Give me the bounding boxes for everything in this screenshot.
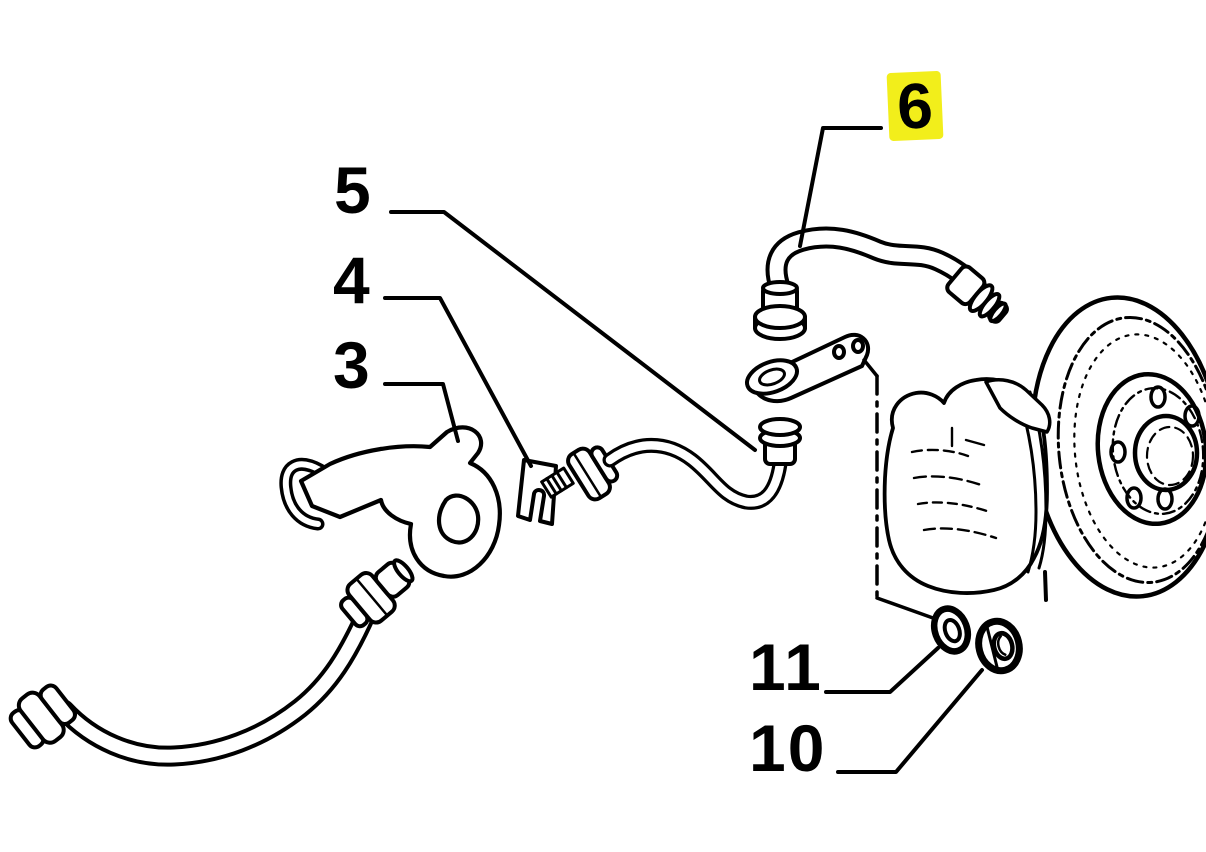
washer-drawing [930,605,972,655]
nut-drawing [975,617,1023,675]
rigid-pipe-drawing [540,417,802,510]
retaining-clip-drawing [516,458,558,526]
callout-label-10: 10 [749,711,827,785]
lower-hose-core [57,607,373,763]
pipe-tube-outline [602,437,788,510]
lower-brake-hose-drawing [8,558,415,767]
callout-highlight-6: 6 [886,69,944,143]
hose-6-mounting-bracket [745,332,871,404]
pipe-tube-core [605,441,785,507]
centerline-top [862,358,879,378]
caliper-sketch-lines [910,426,998,540]
disc-bolt-holes [1109,385,1201,511]
callout-label-11: 11 [749,630,823,704]
disc-bottom-tick [1043,570,1048,602]
pipe-threaded-end [540,466,575,499]
centerline-to-washer [875,596,935,620]
brake-caliper-drawing [882,377,1052,595]
callout-label-6: 6 [895,69,935,143]
leader-line-6 [798,126,883,248]
leader-line-10 [836,668,984,774]
bracket-hook-core [282,461,323,527]
callout-label-3: 3 [333,328,372,402]
disc-center-bore-inner-line [1145,425,1195,487]
disc-rim-line [1056,315,1206,585]
callout-label-5: 5 [334,153,373,227]
leader-line-4 [383,296,533,468]
hose-6-right-fitting [945,264,1009,324]
hose-6-core [769,230,987,300]
hose-6-left-fitting [753,280,807,341]
leader-line-11 [824,646,940,694]
disc-braking-surface-line [1073,333,1206,569]
caliper-bridge-finger [984,378,1052,434]
flexible-hose-6-drawing [745,226,1009,404]
brake-disc-drawing [1029,295,1206,602]
support-bracket-drawing [279,425,502,579]
leader-line-3 [383,382,460,443]
callout-label-4: 4 [333,243,372,317]
leader-line-5 [389,210,757,452]
lower-hose-left-fitting [8,683,78,750]
mounting-centerline [862,358,935,620]
bracket-hole [437,493,481,545]
pipe-end-union [758,417,802,466]
lower-hose-right-fitting [339,558,415,629]
leader-lines [383,126,984,774]
